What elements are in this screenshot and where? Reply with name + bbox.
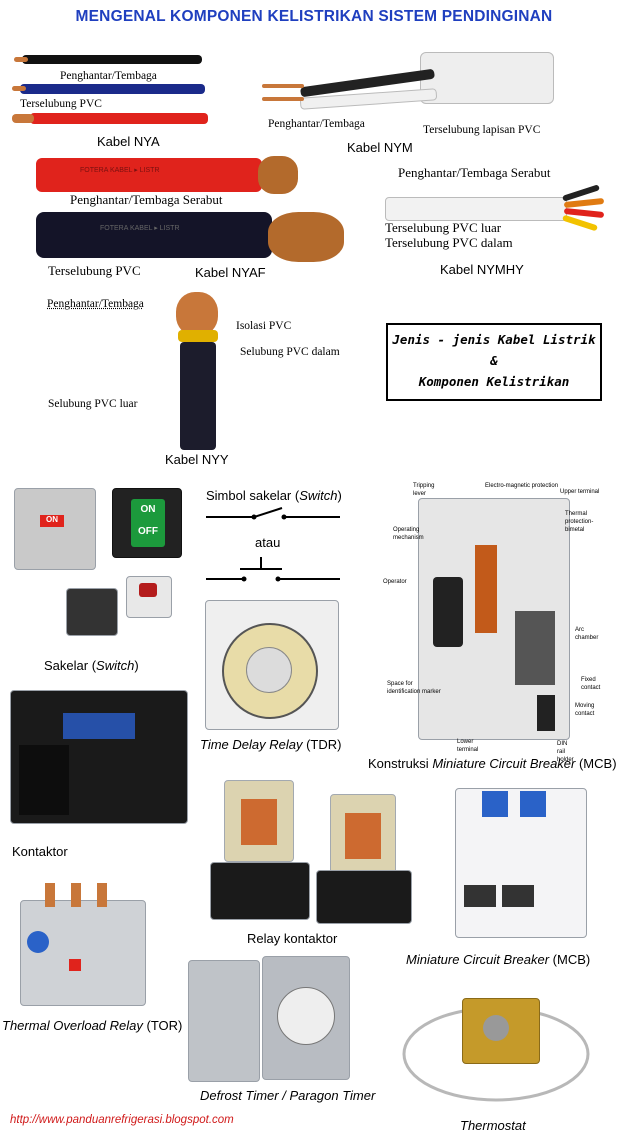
- box-line-2: &: [490, 353, 498, 368]
- mcb-construction-caption: Konstruksi Miniature Circuit Breaker (MC…: [368, 756, 617, 771]
- nym-sheath-label: Terselubung lapisan PVC: [423, 124, 541, 136]
- nym-caption: Kabel NYM: [347, 140, 413, 155]
- nyy-outer-sheath-label: Selubung PVC luar: [48, 398, 138, 410]
- nymhy-conductor-label: Penghantar/Tembaga Serabut: [398, 165, 551, 180]
- rocker-off-label: OFF: [138, 526, 158, 537]
- nyy-caption: Kabel NYY: [165, 452, 229, 467]
- nymhy-inner-label: Terselubung PVC dalam: [385, 235, 513, 250]
- nyaf-caption: Kabel NYAF: [195, 265, 266, 280]
- symbol-or-label: atau: [255, 535, 281, 550]
- nya-caption: Kabel NYA: [97, 134, 160, 149]
- box-line-3: Komponen Kelistrikan: [418, 374, 570, 389]
- section-box: Jenis - jenis Kabel Listrik & Komponen K…: [386, 323, 602, 401]
- mcb-caption: Miniature Circuit Breaker (MCB): [406, 952, 591, 967]
- nyaf-conductor-label: Penghantar/Tembaga Serabut: [70, 192, 223, 207]
- rocker-on-label: ON: [140, 504, 156, 515]
- toggle-on-tag: ON: [40, 515, 64, 527]
- switch-symbol-drawing: [206, 507, 340, 582]
- nyaf-red-print: FOTERA KABEL ▸ LISTR: [80, 167, 160, 174]
- switch-caption: Sakelar (Switch): [44, 658, 139, 673]
- nya-conductor-label: Penghantar/Tembaga: [60, 70, 157, 82]
- nya-insulation-label: Terselubung PVC: [20, 98, 102, 110]
- box-line-1: Jenis - jenis Kabel Listrik: [392, 332, 596, 347]
- nyy-conductor-label: Penghantar/Tembaga: [47, 298, 144, 310]
- symbol-caption: Simbol sakelar (Switch): [206, 488, 342, 503]
- nyaf-insulation-label: Terselubung PVC: [48, 263, 141, 278]
- nyy-inner-sheath-label: Selubung PVC dalam: [240, 346, 340, 358]
- nym-conductor-label: Penghantar/Tembaga: [268, 118, 365, 130]
- nymhy-outer-label: Terselubung PVC luar: [385, 220, 502, 235]
- relay-caption: Relay kontaktor: [247, 931, 338, 946]
- tdr-caption: Time Delay Relay (TDR): [200, 737, 342, 752]
- nyy-insulation-label: Isolasi PVC: [236, 320, 292, 332]
- page-title: MENGENAL KOMPONEN KELISTRIKAN SISTEM PEN…: [75, 8, 553, 25]
- defrost-caption: Defrost Timer / Paragon Timer: [200, 1088, 376, 1103]
- kontaktor-caption: Kontaktor: [12, 844, 68, 859]
- tor-caption: Thermal Overload Relay (TOR): [2, 1018, 183, 1033]
- nymhy-caption: Kabel NYMHY: [440, 262, 524, 277]
- nyaf-black-print: FOTERA KABEL ▸ LISTR: [100, 225, 180, 232]
- source-url[interactable]: http://www.panduanrefrigerasi.blogspot.c…: [10, 1114, 234, 1126]
- thermostat-caption: Thermostat: [460, 1118, 526, 1133]
